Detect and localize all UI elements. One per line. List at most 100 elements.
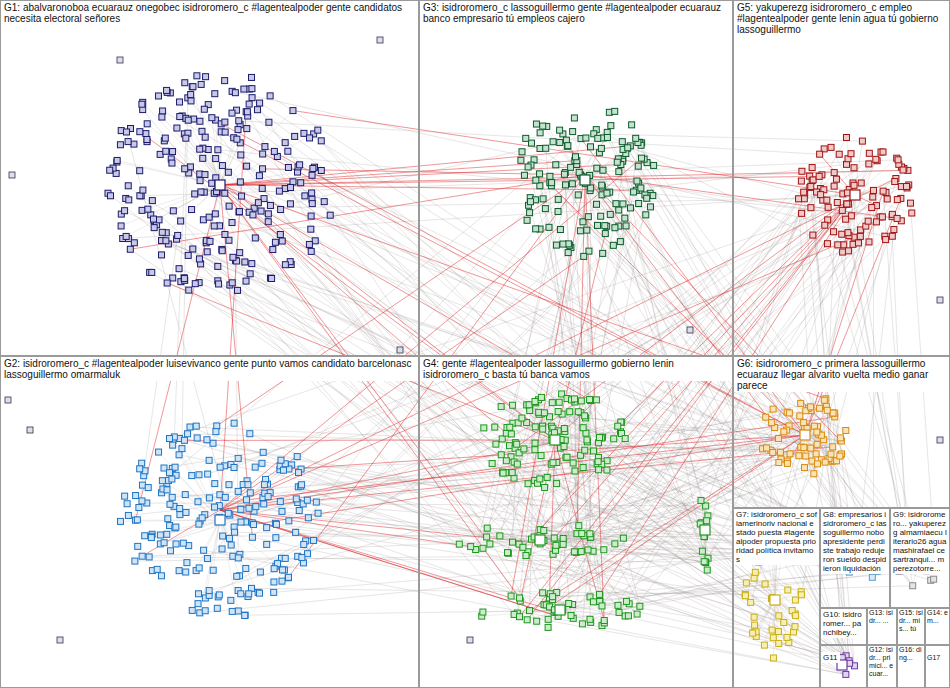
vertex (247, 490, 253, 496)
vertex (296, 508, 302, 514)
vertex (137, 193, 143, 199)
vertex (508, 431, 514, 437)
vertex (226, 535, 232, 541)
vertex (814, 461, 820, 467)
vertex (151, 225, 157, 231)
hub-vertex (555, 605, 565, 615)
vertex (873, 219, 879, 225)
vertex (537, 130, 543, 136)
vertex (510, 402, 516, 408)
vertex (590, 599, 596, 605)
vertex (907, 200, 913, 206)
vertex (162, 135, 168, 141)
vertex (505, 550, 511, 556)
vertex (213, 156, 219, 162)
vertex (308, 213, 314, 219)
vertex (545, 616, 551, 622)
vertex (808, 184, 814, 190)
vertex (397, 347, 403, 353)
vertex (538, 453, 544, 459)
edge-line (246, 435, 805, 500)
edge-line (220, 185, 506, 433)
vertex (588, 144, 594, 150)
vertex (869, 574, 875, 580)
edge-line (855, 158, 897, 195)
vertex (858, 180, 864, 186)
hub-vertex (215, 515, 225, 525)
vertex (279, 578, 285, 584)
edge-line (285, 189, 586, 434)
vertex (184, 560, 190, 566)
vertex (537, 476, 543, 482)
vertex (801, 189, 807, 195)
vertex (154, 566, 160, 572)
vertex (216, 281, 222, 287)
vertex (484, 534, 490, 540)
vertex (844, 201, 850, 207)
vertex (848, 151, 854, 157)
edge-line (159, 452, 220, 520)
edge-line (599, 195, 855, 594)
edge-line (585, 180, 639, 203)
vertex (9, 172, 15, 178)
edge-line (511, 175, 585, 596)
vertex (242, 612, 248, 618)
vertex (576, 523, 582, 529)
vertex (570, 129, 576, 135)
vertex (567, 409, 573, 415)
vertex (542, 206, 548, 212)
vertex (202, 134, 208, 140)
vertex (596, 467, 602, 473)
vertex (265, 219, 271, 225)
vertex (573, 154, 579, 160)
vertex (814, 429, 820, 435)
edge-line (218, 150, 767, 448)
vertex (541, 527, 547, 533)
vertex (160, 108, 166, 114)
edge-line (560, 180, 585, 229)
edge-line (190, 427, 846, 674)
vertex (163, 238, 169, 244)
vertex (195, 499, 201, 505)
vertex (131, 240, 137, 246)
vertex (209, 115, 215, 121)
vertex (215, 147, 221, 153)
edge-line (117, 160, 220, 185)
vertex (238, 519, 244, 525)
vertex (599, 603, 605, 609)
edge-line (220, 185, 270, 278)
edge-line (814, 141, 863, 474)
vertex (165, 516, 171, 522)
vertex (192, 281, 198, 287)
edge-line (220, 520, 284, 570)
hub-vertex (215, 180, 225, 190)
vertex (313, 499, 319, 505)
vertex (185, 117, 191, 123)
vertex (866, 150, 872, 156)
vertex (489, 461, 495, 467)
vertex (238, 591, 244, 597)
edge-line (220, 185, 255, 238)
vertex (262, 144, 268, 150)
edge-line (585, 126, 611, 180)
vertex (27, 427, 33, 433)
vertex (209, 180, 215, 186)
vertex (638, 185, 644, 191)
vertex (614, 159, 620, 165)
group-heading: G1: abalvaronoboa ecuarauz onegobec isid… (1, 1, 418, 25)
vertex (279, 508, 285, 514)
edge-line (585, 153, 626, 180)
edge-line (205, 520, 220, 598)
vertex (540, 196, 546, 202)
vertex (243, 497, 249, 503)
vertex-marks (5, 17, 943, 677)
vertex (798, 178, 804, 184)
vertex (124, 501, 130, 507)
vertex (763, 414, 769, 420)
edge-line (514, 614, 846, 674)
vertex (803, 453, 809, 459)
edge-line (162, 146, 567, 480)
edge-line (543, 126, 585, 180)
edge-line (587, 230, 591, 537)
edge-line (290, 134, 593, 204)
